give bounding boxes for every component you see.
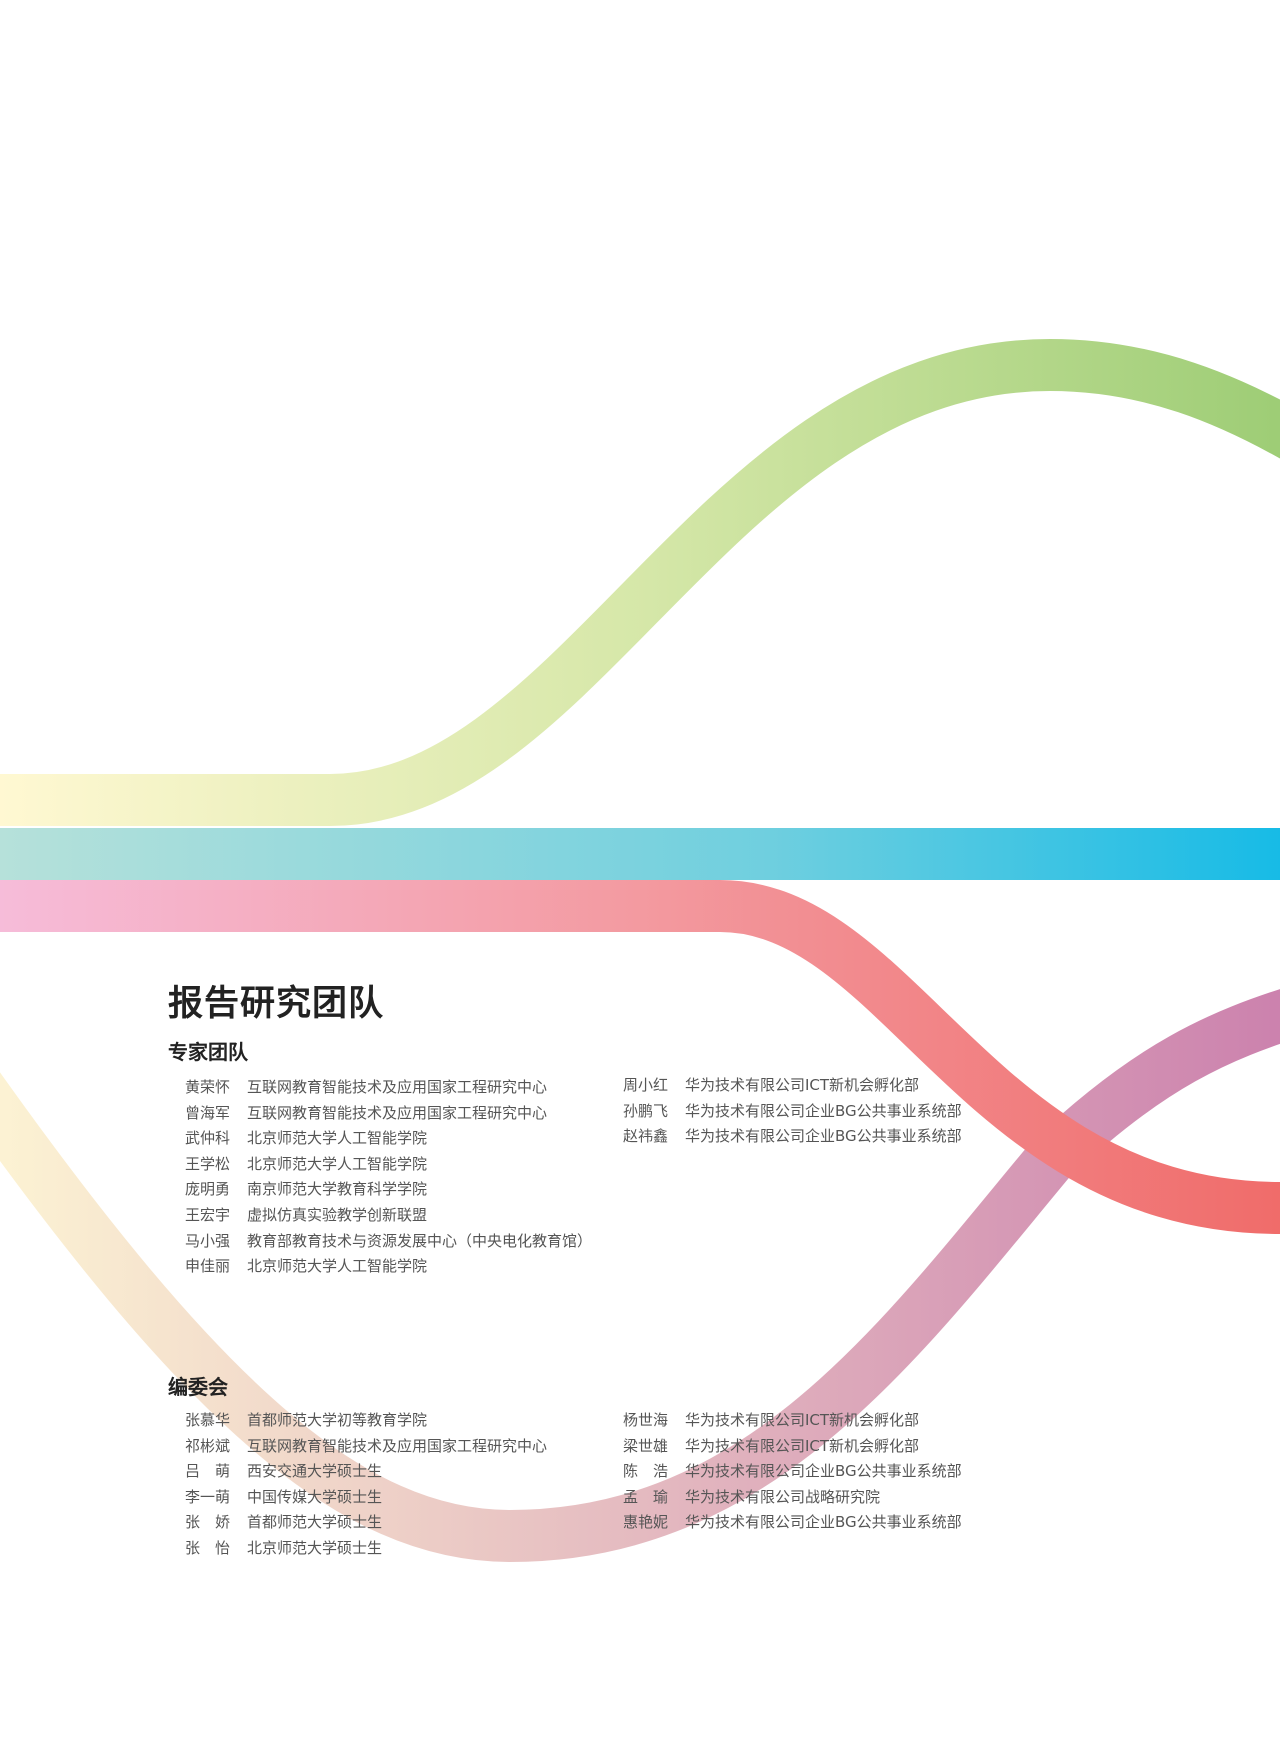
member-row: 张 娇首都师范大学硕士生 <box>185 1510 547 1536</box>
member-organization: 华为技术有限公司ICT新机会孵化部 <box>685 1411 920 1429</box>
member-organization: 华为技术有限公司战略研究院 <box>685 1487 881 1506</box>
teal-ribbon <box>0 828 1280 880</box>
member-organization: 首都师范大学初等教育学院 <box>247 1411 428 1429</box>
member-name: 张 娇 <box>185 1513 231 1532</box>
member-organization: 互联网教育智能技术及应用国家工程研究中心 <box>247 1078 548 1096</box>
member-name: 祁彬斌 <box>185 1436 231 1455</box>
member-organization: 虚拟仿真实验教学创新联盟 <box>247 1205 428 1224</box>
member-organization: 华为技术有限公司企业BG公共事业系统部 <box>685 1101 962 1120</box>
member-name: 赵祎鑫 <box>623 1127 669 1146</box>
member-name: 梁世雄 <box>623 1436 669 1455</box>
member-organization: 华为技术有限公司企业BG公共事业系统部 <box>685 1127 962 1146</box>
member-name: 周小红 <box>623 1076 669 1094</box>
member-row: 曾海军互联网教育智能技术及应用国家工程研究中心 <box>185 1101 592 1127</box>
member-organization: 华为技术有限公司ICT新机会孵化部 <box>685 1436 920 1455</box>
member-name: 王学松 <box>185 1154 231 1173</box>
member-row: 张 怡北京师范大学硕士生 <box>185 1536 547 1562</box>
member-row: 陈 浩华为技术有限公司企业BG公共事业系统部 <box>623 1459 962 1485</box>
member-row: 孙鹏飞华为技术有限公司企业BG公共事业系统部 <box>623 1099 962 1125</box>
member-name: 张 怡 <box>185 1538 231 1557</box>
member-organization: 西安交通大学硕士生 <box>247 1462 383 1481</box>
member-name: 杨世海 <box>623 1411 669 1429</box>
member-organization: 北京师范大学人工智能学院 <box>247 1257 428 1276</box>
member-row: 武仲科北京师范大学人工智能学院 <box>185 1126 592 1152</box>
member-row: 惠艳妮华为技术有限公司企业BG公共事业系统部 <box>623 1510 962 1536</box>
member-organization: 互联网教育智能技术及应用国家工程研究中心 <box>247 1436 548 1455</box>
member-row: 赵祎鑫华为技术有限公司企业BG公共事业系统部 <box>623 1124 962 1150</box>
member-row: 祁彬斌互联网教育智能技术及应用国家工程研究中心 <box>185 1434 547 1460</box>
member-name: 李一萌 <box>185 1487 231 1506</box>
member-name: 张慕华 <box>185 1411 231 1429</box>
member-row: 杨世海华为技术有限公司ICT新机会孵化部 <box>623 1408 962 1434</box>
member-row: 吕 萌西安交通大学硕士生 <box>185 1459 547 1485</box>
member-organization: 华为技术有限公司ICT新机会孵化部 <box>685 1076 920 1094</box>
member-organization: 北京师范大学硕士生 <box>247 1538 383 1557</box>
expert-team-right-list: 周小红华为技术有限公司ICT新机会孵化部孙鹏飞华为技术有限公司企业BG公共事业系… <box>623 1073 962 1150</box>
member-name: 王宏宇 <box>185 1205 231 1224</box>
member-name: 惠艳妮 <box>623 1513 669 1532</box>
member-row: 王宏宇虚拟仿真实验教学创新联盟 <box>185 1203 592 1229</box>
member-row: 周小红华为技术有限公司ICT新机会孵化部 <box>623 1073 962 1099</box>
member-name: 武仲科 <box>185 1129 231 1148</box>
member-row: 孟 瑜华为技术有限公司战略研究院 <box>623 1485 962 1511</box>
editorial-board-heading: 编委会 <box>168 1375 228 1399</box>
member-row: 梁世雄华为技术有限公司ICT新机会孵化部 <box>623 1434 962 1460</box>
member-name: 马小强 <box>185 1231 231 1250</box>
member-organization: 首都师范大学硕士生 <box>247 1513 383 1532</box>
green-ribbon <box>0 338 1280 826</box>
member-organization: 教育部教育技术与资源发展中心（中央电化教育馆） <box>247 1231 593 1250</box>
member-name: 申佳丽 <box>185 1257 231 1276</box>
member-name: 孟 瑜 <box>623 1487 669 1506</box>
member-name: 吕 萌 <box>185 1462 231 1481</box>
member-row: 马小强教育部教育技术与资源发展中心（中央电化教育馆） <box>185 1229 592 1255</box>
editorial-board-left-list: 张慕华首都师范大学初等教育学院祁彬斌互联网教育智能技术及应用国家工程研究中心吕 … <box>185 1408 547 1562</box>
pink-ribbon <box>0 880 1280 1234</box>
expert-team-heading: 专家团队 <box>168 1040 248 1064</box>
member-name: 曾海军 <box>185 1103 231 1122</box>
member-organization: 华为技术有限公司企业BG公共事业系统部 <box>685 1513 962 1532</box>
member-name: 陈 浩 <box>623 1462 669 1481</box>
member-name: 黄荣怀 <box>185 1078 231 1096</box>
member-row: 张慕华首都师范大学初等教育学院 <box>185 1408 547 1434</box>
member-organization: 华为技术有限公司企业BG公共事业系统部 <box>685 1462 962 1481</box>
page-title: 报告研究团队 <box>168 984 385 1024</box>
member-organization: 中国传媒大学硕士生 <box>247 1487 383 1506</box>
member-organization: 北京师范大学人工智能学院 <box>247 1154 428 1173</box>
member-organization: 南京师范大学教育科学学院 <box>247 1180 428 1199</box>
member-row: 王学松北京师范大学人工智能学院 <box>185 1152 592 1178</box>
member-row: 黄荣怀互联网教育智能技术及应用国家工程研究中心 <box>185 1075 592 1101</box>
editorial-board-right-list: 杨世海华为技术有限公司ICT新机会孵化部梁世雄华为技术有限公司ICT新机会孵化部… <box>623 1408 962 1536</box>
member-row: 庞明勇南京师范大学教育科学学院 <box>185 1177 592 1203</box>
member-name: 孙鹏飞 <box>623 1101 669 1120</box>
mauve-ribbon <box>0 989 1280 1563</box>
member-organization: 北京师范大学人工智能学院 <box>247 1129 428 1148</box>
member-organization: 互联网教育智能技术及应用国家工程研究中心 <box>247 1103 548 1122</box>
expert-team-left-list: 黄荣怀互联网教育智能技术及应用国家工程研究中心曾海军互联网教育智能技术及应用国家… <box>185 1075 592 1280</box>
member-row: 申佳丽北京师范大学人工智能学院 <box>185 1254 592 1280</box>
member-row: 李一萌中国传媒大学硕士生 <box>185 1485 547 1511</box>
member-name: 庞明勇 <box>185 1180 231 1199</box>
